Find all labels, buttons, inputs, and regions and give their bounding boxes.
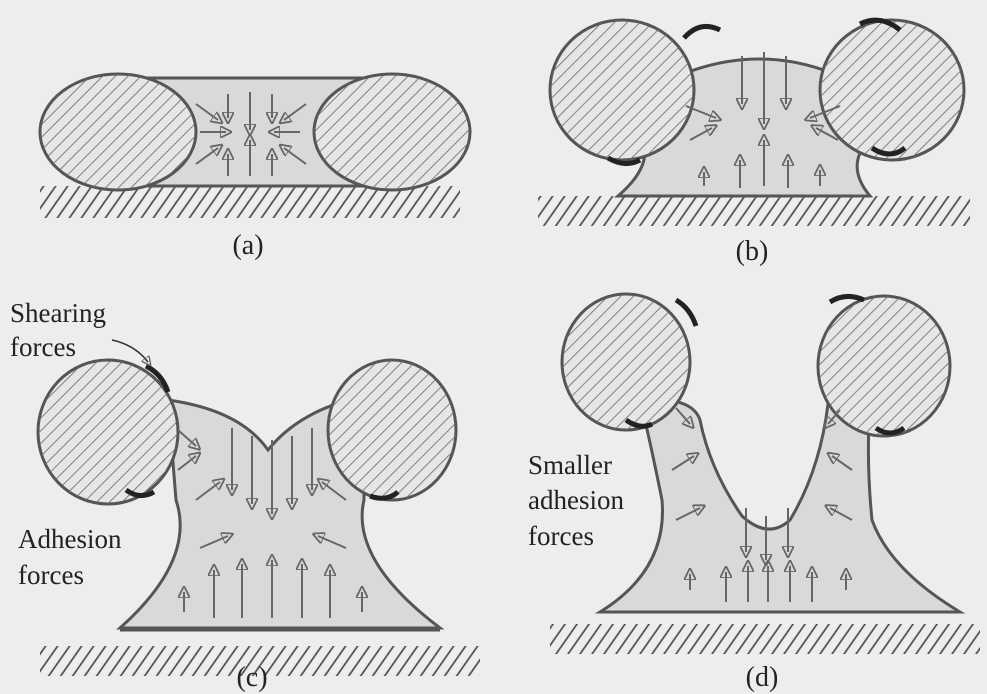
label-shearing-1: Shearing [10, 298, 106, 328]
roller-a-right-hatch [314, 74, 470, 190]
roller-b-left-hatch [550, 20, 694, 160]
roller-d-left-hatch [562, 294, 690, 430]
label-smaller-2: adhesion [528, 485, 624, 515]
roller-c-right-hatch [328, 360, 456, 500]
caption-a: (a) [232, 230, 263, 261]
label-smaller-3: forces [528, 521, 594, 551]
caption-d: (d) [746, 662, 779, 693]
panel-a: (a) [40, 74, 470, 261]
label-shearing-2: forces [10, 332, 76, 362]
ground-b [538, 196, 970, 226]
panel-b: (b) [538, 20, 970, 267]
roller-b-right-hatch [820, 20, 964, 160]
label-adhesion-2: forces [18, 560, 84, 590]
roller-c-left-hatch [38, 360, 178, 504]
panel-d: Smaller adhesion forces (d) [528, 294, 980, 693]
panel-c: Shearing forces Adhesion forces (c) [10, 298, 480, 693]
label-smaller-1: Smaller [528, 450, 612, 480]
caption-b: (b) [736, 236, 769, 267]
roller-d-right-hatch [818, 296, 950, 436]
shearing-leader [112, 340, 148, 362]
roller-a-left-hatch [40, 74, 196, 190]
caption-c: (c) [236, 662, 267, 693]
label-adhesion-1: Adhesion [18, 524, 122, 554]
ground-d [550, 624, 980, 654]
